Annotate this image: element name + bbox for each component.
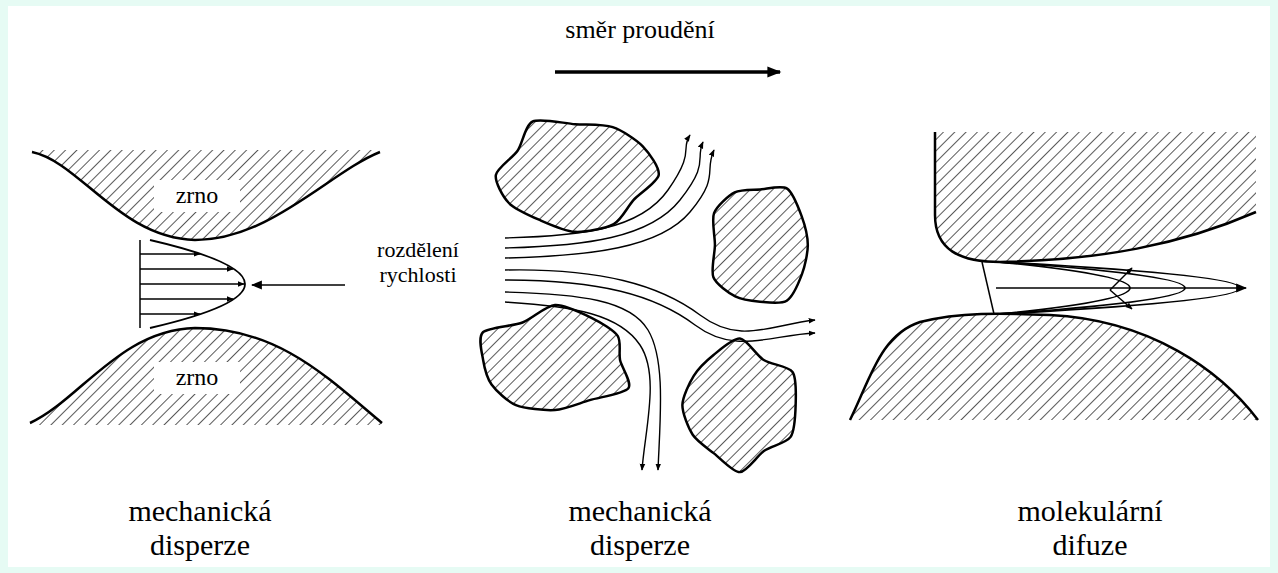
streamline — [505, 302, 650, 470]
velocity-arrow — [140, 283, 244, 285]
velocity-arrow — [140, 313, 200, 315]
streamline — [505, 135, 690, 238]
grain-outline — [32, 152, 380, 240]
flow-direction-label: směr proudění — [565, 15, 714, 45]
grain — [30, 328, 382, 425]
grain — [712, 187, 807, 303]
flow-arrow — [555, 70, 780, 74]
pore-left — [30, 150, 382, 425]
profile-label: rozdělení rychlosti — [356, 237, 480, 288]
grain-label: zrno — [154, 362, 241, 394]
streamline — [505, 280, 815, 341]
grain — [682, 339, 796, 473]
grain — [32, 150, 380, 240]
profile-base — [982, 262, 994, 314]
leader-arrow — [252, 284, 345, 286]
flow-arrow — [996, 287, 1246, 289]
grain — [935, 132, 1256, 262]
grain — [480, 305, 629, 410]
caption: molekulární difuze — [990, 494, 1190, 563]
grain-cluster — [480, 120, 807, 472]
streamlines — [505, 135, 815, 470]
streamline — [505, 150, 714, 258]
velocity-arrow — [140, 268, 233, 270]
grain-outline — [850, 314, 1258, 420]
streamline — [505, 292, 661, 470]
spread-arrow — [1110, 290, 1132, 309]
grain-outline — [30, 328, 382, 423]
spread-arrow — [1110, 268, 1132, 290]
grain-label: zrno — [154, 180, 241, 212]
grain — [496, 120, 659, 232]
grain-outline — [935, 132, 1256, 262]
caption: mechanická disperze — [540, 494, 740, 563]
velocity-arrow — [140, 298, 233, 300]
caption: mechanická disperze — [100, 494, 300, 563]
streamline — [505, 270, 815, 331]
pore-right — [850, 132, 1258, 420]
paper — [8, 6, 1270, 567]
streamline — [505, 142, 703, 248]
velocity-arrow — [140, 253, 200, 255]
grain — [850, 314, 1258, 420]
